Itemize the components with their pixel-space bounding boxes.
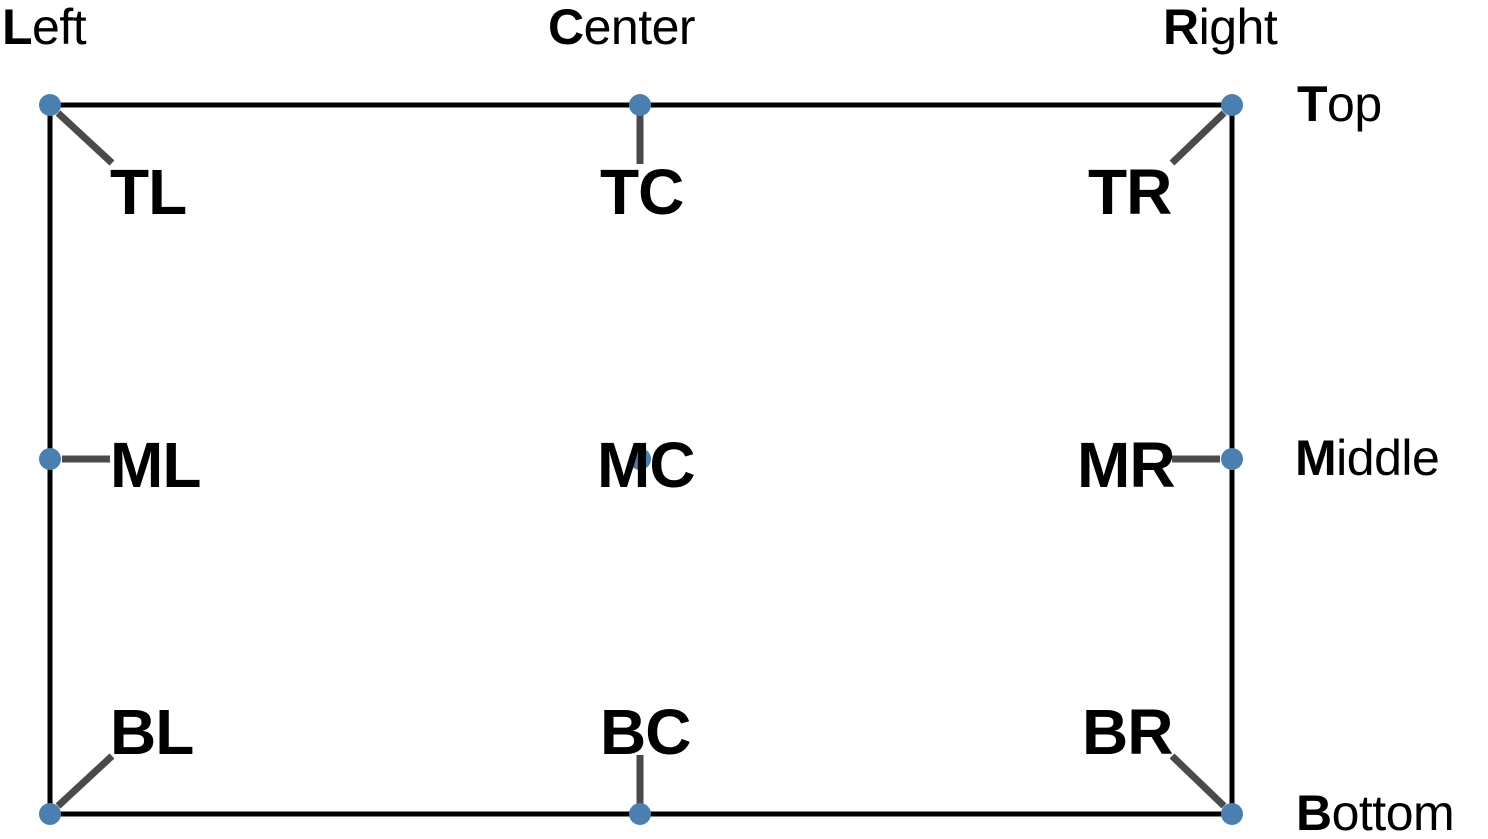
anchor-dot-br[interactable] (1221, 803, 1243, 825)
anchor-label-tl: TL (110, 156, 187, 228)
axis-label-top: Top (1297, 79, 1382, 129)
anchor-dot-tl[interactable] (39, 94, 61, 116)
anchor-label-ml: ML (110, 429, 201, 501)
axis-label-bottom-initial: B (1296, 785, 1332, 839)
anchor-label-tc: TC (600, 156, 684, 228)
leader-line-bl (55, 753, 115, 809)
axis-label-left: Left (2, 0, 87, 55)
anchor-dot-ml[interactable] (39, 448, 61, 470)
axis-label-top-initial: T (1297, 76, 1328, 132)
leader-line-tr (1169, 110, 1227, 166)
axis-label-right: Right (1163, 0, 1278, 55)
axis-label-center-initial: C (548, 0, 584, 55)
leader-lines (55, 110, 1227, 809)
anchor-dot-bl[interactable] (39, 803, 61, 825)
axis-label-middle: Middle (1295, 430, 1440, 486)
anchor-dot-tc[interactable] (629, 94, 651, 116)
axis-label-middle-initial: M (1295, 430, 1337, 486)
anchor-dot-mr[interactable] (1221, 448, 1243, 470)
axis-label-center-rest: enter (583, 0, 696, 55)
axis-label-top-rest: op (1327, 76, 1382, 132)
anchor-dot-tr[interactable] (1221, 94, 1243, 116)
leader-line-br (1169, 753, 1227, 809)
anchor-dots (39, 94, 1243, 825)
axis-label-bottom: Bottom (1296, 785, 1455, 839)
leader-line-tl (55, 110, 115, 166)
anchor-dot-bc[interactable] (629, 803, 651, 825)
anchor-label-br: BR (1082, 696, 1173, 768)
anchor-label-tr: TR (1088, 156, 1172, 228)
anchor-label-bc: BC (600, 696, 691, 768)
axis-label-middle-rest: iddle (1336, 430, 1440, 486)
axis-label-right-initial: R (1163, 0, 1199, 55)
anchor-label-mr: MR (1077, 429, 1176, 501)
axis-label-right-rest: ight (1198, 0, 1278, 55)
axis-label-center: Center (548, 0, 696, 55)
anchor-label-bl: BL (110, 696, 194, 768)
anchor-dot-mc[interactable] (629, 448, 651, 470)
axis-label-left-rest: eft (32, 0, 87, 55)
axis-label-bottom-rest: ottom (1331, 785, 1455, 839)
axis-label-left-initial: L (2, 0, 33, 55)
anchor-label-mc: MC (597, 429, 696, 501)
